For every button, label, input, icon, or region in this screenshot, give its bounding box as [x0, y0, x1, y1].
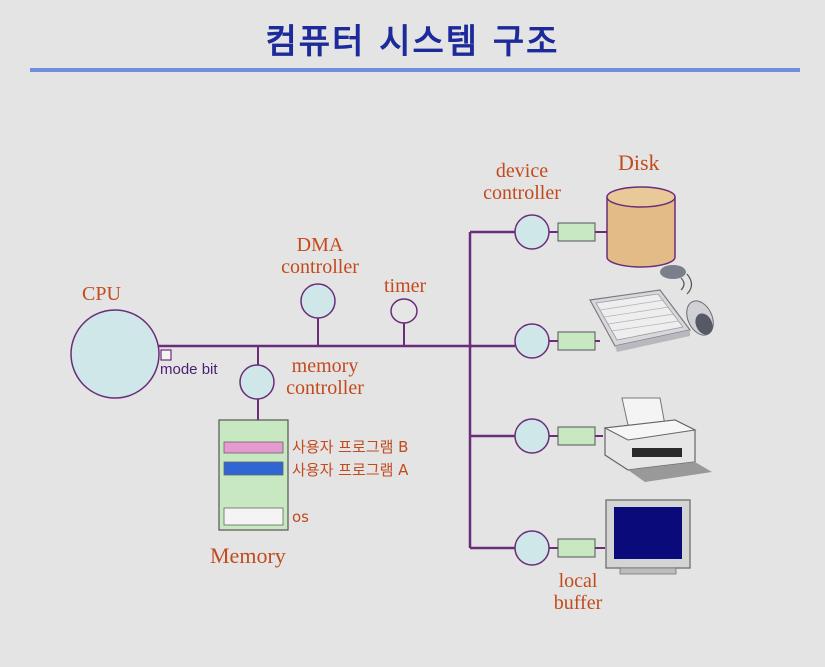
- cpu-label: CPU: [82, 283, 121, 305]
- os-segment: [223, 507, 284, 526]
- device-controller-printer: [514, 418, 550, 454]
- dma-controller-node: [300, 283, 336, 319]
- mode-bit-box: [160, 349, 172, 361]
- mode-bit-label: mode bit: [160, 361, 218, 378]
- disk-cylinder-icon: [606, 186, 676, 268]
- device-controller-monitor: [514, 530, 550, 566]
- timer-label: timer: [384, 275, 427, 297]
- page-title: 컴퓨터 시스템 구조: [265, 22, 560, 62]
- local-buffer-disk: [557, 222, 596, 242]
- device-controller-label: device controller: [483, 160, 561, 204]
- monitor-icon: [605, 499, 691, 575]
- title-divider: [30, 68, 800, 72]
- local-buffer-monitor: [557, 538, 596, 558]
- device-controller-disk: [514, 214, 550, 250]
- program-a-segment: [223, 461, 284, 476]
- memory-controller-node: [239, 364, 275, 400]
- memory-controller-label: memory controller: [286, 355, 364, 399]
- dma-controller-label: DMA controller: [281, 234, 359, 278]
- disk-label: Disk: [618, 150, 660, 175]
- timer-node: [390, 298, 418, 324]
- program-a-label: 사용자 프로그램 A: [292, 461, 409, 479]
- program-b-label: 사용자 프로그램 B: [292, 438, 409, 456]
- keyboard-icon: [589, 289, 692, 352]
- cpu-node: [70, 309, 160, 399]
- program-b-segment: [223, 441, 284, 454]
- local-buffer-keyboard: [557, 331, 596, 351]
- local-buffer-label: local buffer: [553, 570, 603, 614]
- local-buffer-printer: [557, 426, 596, 446]
- memory-label: Memory: [210, 543, 286, 568]
- mouse-icon: [660, 265, 714, 336]
- os-label: os: [292, 508, 309, 526]
- printer-icon: [603, 397, 712, 482]
- device-controller-keyboard: [514, 323, 550, 359]
